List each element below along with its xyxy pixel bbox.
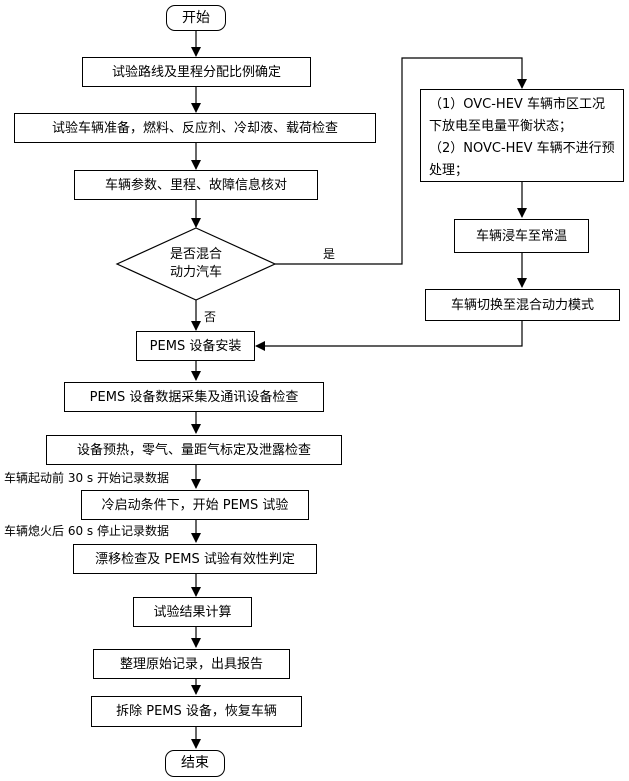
step-cold-start: 冷启动条件下，开始 PEMS 试验	[81, 490, 309, 520]
end-node: 结束	[165, 750, 225, 777]
step-drift-check: 漂移检查及 PEMS 试验有效性判定	[73, 544, 317, 574]
step-report: 整理原始记录，出具报告	[93, 649, 290, 679]
hybrid-note-line-2: （2）NOVC-HEV 车辆不进行预处理；	[429, 141, 615, 178]
step-pems-install: PEMS 设备安装	[136, 331, 255, 361]
arrow-mode-install	[255, 321, 523, 351]
note-start-record: 车辆起动前 30 s 开始记录数据	[4, 471, 169, 485]
step-remove-equipment: 拆除 PEMS 设备，恢复车辆	[91, 696, 302, 727]
decision-label: 是否混合 动力汽车	[150, 246, 242, 282]
hybrid-mode-step: 车辆切换至混合动力模式	[425, 289, 620, 321]
arrow-yes-branch	[275, 57, 527, 265]
hybrid-preprocess-note: （1）OVC-HEV 车辆市区工况下放电至电量平衡状态； （2）NOVC-HEV…	[420, 89, 624, 182]
step-route: 试验路线及里程分配比例确定	[82, 57, 311, 87]
step-daq-check: PEMS 设备数据采集及通讯设备检查	[64, 382, 324, 412]
decision-line-2: 动力汽车	[169, 265, 222, 280]
step-result-calc: 试验结果计算	[133, 597, 252, 627]
decision-line-1: 是否混合	[169, 247, 222, 262]
step-preheat: 设备预热，零气、量距气标定及泄露检查	[46, 435, 342, 465]
step-prepare: 试验车辆准备，燃料、反应剂、冷却液、载荷检查	[14, 113, 376, 143]
start-node: 开始	[166, 5, 226, 31]
hybrid-soak-step: 车辆浸车至常温	[454, 219, 589, 253]
hybrid-note-line-1: （1）OVC-HEV 车辆市区工况下放电至电量平衡状态；	[429, 97, 605, 134]
yes-label: 是	[323, 247, 336, 261]
no-label: 否	[204, 310, 217, 324]
note-stop-record: 车辆熄火后 60 s 停止记录数据	[4, 524, 169, 538]
step-check-params: 车辆参数、里程、故障信息核对	[74, 170, 318, 200]
